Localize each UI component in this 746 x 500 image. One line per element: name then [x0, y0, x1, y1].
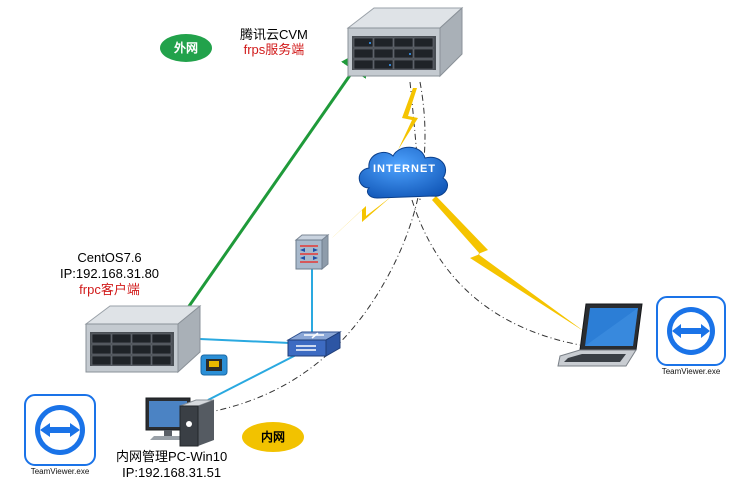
cvm-label: 腾讯云CVM frps服务端: [240, 27, 308, 57]
firewall-icon: [294, 234, 330, 270]
internal-network-label: 内网: [260, 430, 285, 444]
centos-ip: IP:192.168.31.80: [60, 266, 160, 281]
centos-role: frpc客户端: [79, 282, 140, 297]
lightning-firewall-internet: [332, 196, 392, 238]
dashed-path-pc: [209, 81, 426, 413]
pc-name: 内网管理PC-Win10: [116, 449, 228, 464]
teamviewer-right-icon: [656, 296, 726, 366]
frp-tunnel-arrow: [176, 45, 371, 323]
teamviewer-right-caption: TeamViewer.exe: [661, 367, 721, 376]
network-switch-icon: [286, 331, 342, 357]
ethernet-port-icon: [200, 354, 228, 376]
teamviewer-left-icon: [24, 394, 96, 466]
centos-label: CentOS7.6 IP:192.168.31.80 frpc客户端: [60, 250, 159, 298]
pc-ip: IP:192.168.31.51: [122, 465, 222, 480]
laptop-icon: [557, 303, 643, 367]
centos-server-icon: [84, 304, 202, 374]
external-network-badge: 外网: [160, 34, 212, 62]
internet-cloud-icon: [358, 146, 448, 199]
lan-link-centos-switch: [199, 338, 291, 344]
cvm-server-icon: [346, 6, 464, 78]
cvm-role: frps服务端: [243, 42, 305, 57]
teamviewer-left-caption: TeamViewer.exe: [30, 467, 90, 476]
dashed-path-laptop: [411, 199, 581, 346]
lightning-internet-laptop: [432, 196, 585, 332]
internet-label: INTERNET: [373, 163, 436, 175]
external-network-label: 外网: [173, 41, 198, 55]
pc-label: 内网管理PC-Win10 IP:192.168.31.51: [116, 449, 227, 481]
internal-network-badge: 内网: [242, 422, 304, 452]
lan-link-pc-switch: [207, 354, 297, 401]
admin-pc-icon: [145, 397, 215, 447]
lightning-cvm-internet: [398, 88, 418, 150]
cvm-name: 腾讯云CVM: [240, 27, 308, 42]
centos-os: CentOS7.6: [77, 250, 142, 265]
